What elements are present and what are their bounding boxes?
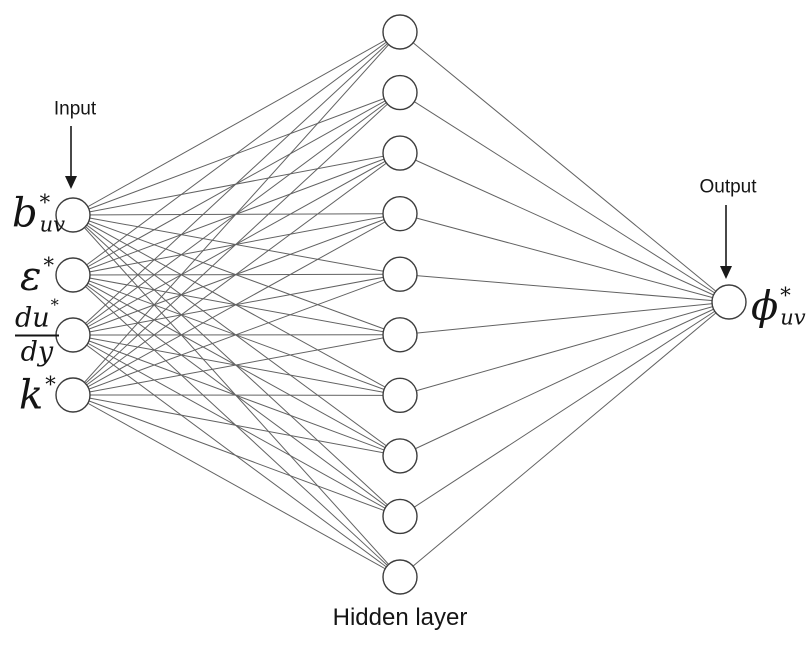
hidden-node-3 (382, 135, 418, 171)
input-node-4 (55, 377, 91, 413)
math-subscript: uv (780, 305, 806, 330)
input-layer-label: Input (53, 98, 97, 120)
edge-input-hidden (72, 152, 401, 396)
output-node (711, 284, 747, 320)
math-supsub: * uv (780, 283, 806, 330)
edge-hidden-output (399, 301, 730, 396)
math-superscript: * (780, 283, 791, 308)
edge-hidden-output (399, 273, 730, 303)
edge-hidden-output (399, 31, 730, 303)
edge-input-hidden (72, 31, 401, 216)
math-base: b (12, 190, 38, 236)
edge-input-hidden (72, 334, 401, 396)
edge-input-hidden (72, 394, 401, 578)
edge-hidden-output (399, 301, 730, 517)
edge-input-hidden (72, 213, 401, 396)
hidden-node-6 (382, 317, 418, 353)
math-base: ϕ (751, 283, 779, 329)
math-supsub: * uv (39, 190, 65, 237)
fraction-denominator: dy (20, 336, 54, 368)
math-base: ε (20, 253, 42, 299)
edge-hidden-output (399, 301, 730, 336)
math-supsub: * (43, 253, 54, 297)
edge-hidden-output (399, 152, 730, 303)
output-arrowhead-icon (720, 266, 732, 279)
edge-input-hidden (72, 31, 401, 396)
output-layer-label: Output (699, 176, 757, 198)
hidden-node-10 (382, 559, 418, 595)
input-node-1 (55, 197, 91, 233)
math-superscript: * (43, 253, 54, 278)
hidden-node-1 (382, 14, 418, 50)
edge-input-hidden (72, 394, 401, 457)
hidden-node-7 (382, 377, 418, 414)
fraction: du * dy (15, 297, 59, 368)
input-node-label-k: k * (19, 372, 56, 418)
math-superscript: * (45, 372, 56, 397)
edge-hidden-output (399, 92, 730, 303)
fraction-bar (15, 334, 59, 337)
fraction-numerator: du * (15, 297, 59, 334)
hidden-node-5 (382, 256, 418, 292)
edge-input-hidden (72, 273, 401, 396)
edge-input-hidden (72, 92, 401, 396)
math-base: du (15, 302, 50, 334)
hidden-layer-label: Hidden layer (332, 603, 468, 631)
hidden-node-9 (382, 498, 418, 535)
edge-hidden-output (399, 213, 730, 303)
edge-hidden-output (399, 301, 730, 457)
input-node-3 (55, 317, 91, 353)
edge-hidden-output (399, 301, 730, 578)
math-base: k (19, 372, 44, 418)
input-node-2 (55, 257, 91, 293)
math-superscript: * (39, 190, 51, 215)
edge-input-hidden (72, 394, 401, 517)
output-node-label-phiuv: ϕ * uv (751, 283, 806, 330)
hidden-node-2 (382, 74, 418, 111)
input-node-label-buv: b * uv (12, 190, 65, 237)
hidden-node-8 (382, 438, 418, 474)
input-arrowhead-icon (65, 176, 77, 189)
input-node-label-dudy: du * dy (15, 297, 59, 368)
input-node-label-epsilon: ε * (20, 253, 54, 299)
math-supsub: * (45, 372, 56, 416)
hidden-node-4 (382, 195, 418, 232)
math-subscript: uv (39, 212, 65, 237)
math-superscript: * (50, 295, 59, 315)
edge-input-hidden (72, 31, 401, 276)
edge-input-hidden (72, 31, 401, 336)
